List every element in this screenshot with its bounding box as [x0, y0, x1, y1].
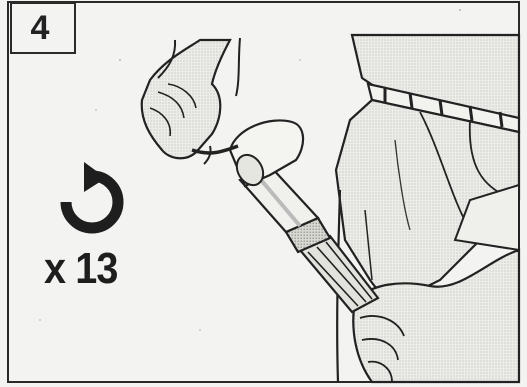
step-number: 4	[31, 9, 50, 48]
repeat-count: x 13	[44, 244, 117, 294]
upper-hand	[142, 40, 230, 158]
step-number-box: 4	[10, 2, 76, 54]
rotate-clockwise-arrow-icon	[52, 160, 132, 240]
